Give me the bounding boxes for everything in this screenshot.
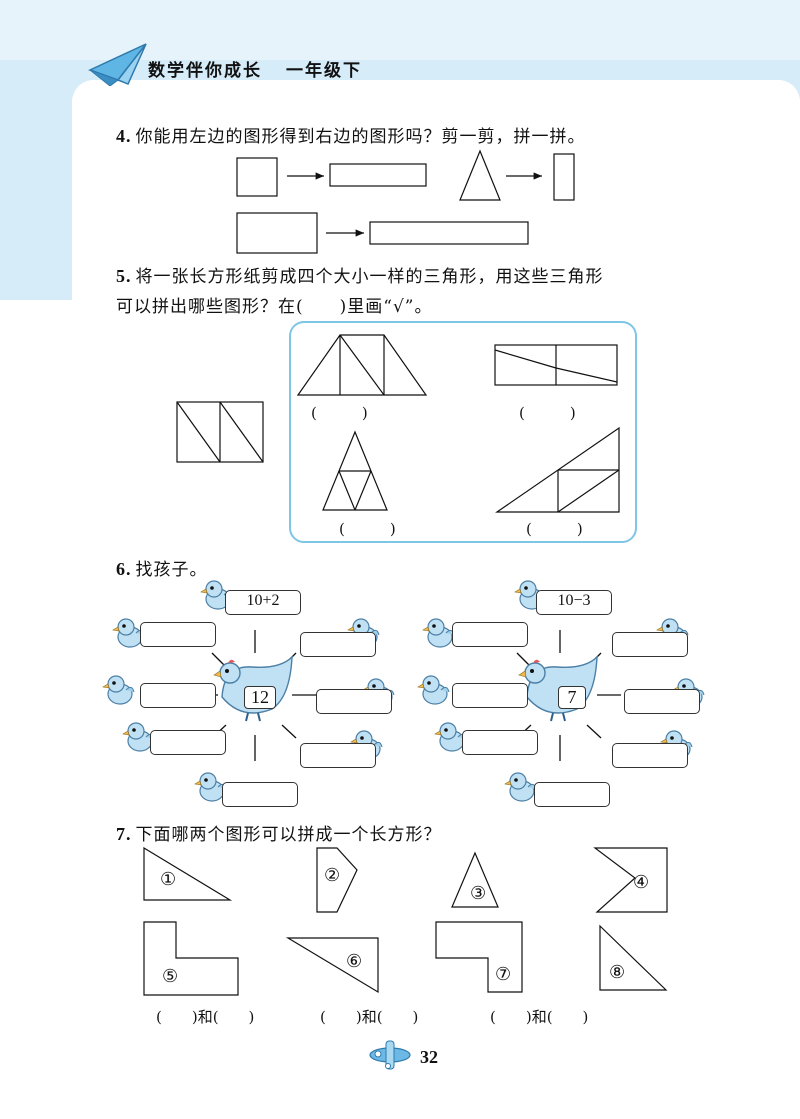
shape-label-6: ⑥ bbox=[346, 951, 364, 971]
shape-label-1: ① bbox=[160, 869, 178, 889]
q4-long-rectangle bbox=[329, 163, 427, 187]
shape-5 bbox=[143, 921, 239, 996]
q4-tall-rectangle bbox=[553, 153, 575, 201]
q7-shapes bbox=[143, 846, 668, 996]
q7-answer-3[interactable]: ( )和( ) bbox=[490, 1008, 589, 1026]
shape-4 bbox=[593, 847, 668, 913]
q4-triangle bbox=[459, 149, 501, 201]
shape-3 bbox=[451, 851, 499, 908]
chick-answer-box[interactable] bbox=[462, 730, 538, 755]
shape-7 bbox=[435, 921, 523, 993]
page-number: 32 bbox=[420, 1047, 438, 1067]
q4-rectangle bbox=[236, 212, 318, 254]
q5-answer-2[interactable]: ( ) bbox=[519, 404, 576, 422]
q5-figures bbox=[176, 321, 637, 543]
chick-answer-box[interactable] bbox=[222, 782, 298, 807]
shape-label-5: ⑤ bbox=[162, 966, 180, 986]
q6-right-top-equation: 10−3 bbox=[557, 592, 591, 609]
shape-label-8: ⑧ bbox=[609, 962, 627, 982]
q5-answer-1[interactable]: ( ) bbox=[311, 404, 368, 422]
header-title: 数学伴你成长一年级下 bbox=[148, 61, 362, 81]
chick-answer-box[interactable] bbox=[452, 683, 528, 708]
chick-answer-box[interactable] bbox=[316, 689, 392, 714]
chick-answer-box[interactable] bbox=[300, 632, 376, 657]
q4-square bbox=[236, 157, 278, 197]
q6-left-mother-number: 12 bbox=[244, 686, 276, 709]
chick-answer-box[interactable] bbox=[612, 632, 688, 657]
chick-answer-box[interactable] bbox=[624, 689, 700, 714]
options-panel bbox=[289, 321, 637, 543]
shape-2 bbox=[316, 847, 358, 913]
chick-answer-box[interactable] bbox=[140, 622, 216, 647]
q7-answer-1[interactable]: ( )和( ) bbox=[156, 1008, 255, 1026]
q4-figures bbox=[236, 149, 542, 254]
chick-answer-box[interactable] bbox=[150, 730, 226, 755]
chick-answer-box[interactable] bbox=[452, 622, 528, 647]
shape-label-4: ④ bbox=[633, 872, 651, 892]
q6-right-mother-number: 7 bbox=[558, 686, 586, 709]
question-4: 4.你能用左边的图形得到右边的图形吗？剪一剪，拼一拼。 bbox=[116, 126, 586, 147]
q6-left-top-equation: 10+2 bbox=[246, 592, 280, 609]
question-6: 6.找孩子。 bbox=[116, 559, 208, 580]
shape-6 bbox=[285, 937, 379, 994]
chick-answer-box[interactable] bbox=[612, 743, 688, 768]
q5-answer-3[interactable]: ( ) bbox=[339, 520, 396, 538]
chick-answer-box[interactable] bbox=[534, 782, 610, 807]
q4-result-rectangle bbox=[369, 221, 529, 245]
q7-answer-2[interactable]: ( )和( ) bbox=[320, 1008, 419, 1026]
shape-label-7: ⑦ bbox=[495, 964, 513, 984]
chick-box-top-left bbox=[225, 590, 301, 615]
chick-answer-box[interactable] bbox=[300, 743, 376, 768]
paper-plane-logo-icon bbox=[88, 43, 147, 86]
shape-8 bbox=[599, 924, 668, 991]
question-5-line1: 5.将一张长方形纸剪成四个大小一样的三角形，用这些三角形 bbox=[116, 266, 604, 287]
question-5-line2: 可以拼出哪些图形？在( )里画“√”。 bbox=[116, 297, 433, 317]
q6-chick-diagrams bbox=[102, 580, 705, 802]
chick-box-top-right bbox=[536, 590, 612, 615]
q5-answer-4[interactable]: ( ) bbox=[526, 520, 583, 538]
footer-airplane-icon bbox=[369, 1040, 411, 1070]
shape-label-2: ② bbox=[324, 865, 342, 885]
question-7: 7.下面哪两个图形可以拼成一个长方形？ bbox=[116, 824, 442, 845]
shape-label-3: ③ bbox=[470, 883, 488, 903]
shape-1 bbox=[143, 846, 233, 901]
chick-answer-box[interactable] bbox=[140, 683, 216, 708]
